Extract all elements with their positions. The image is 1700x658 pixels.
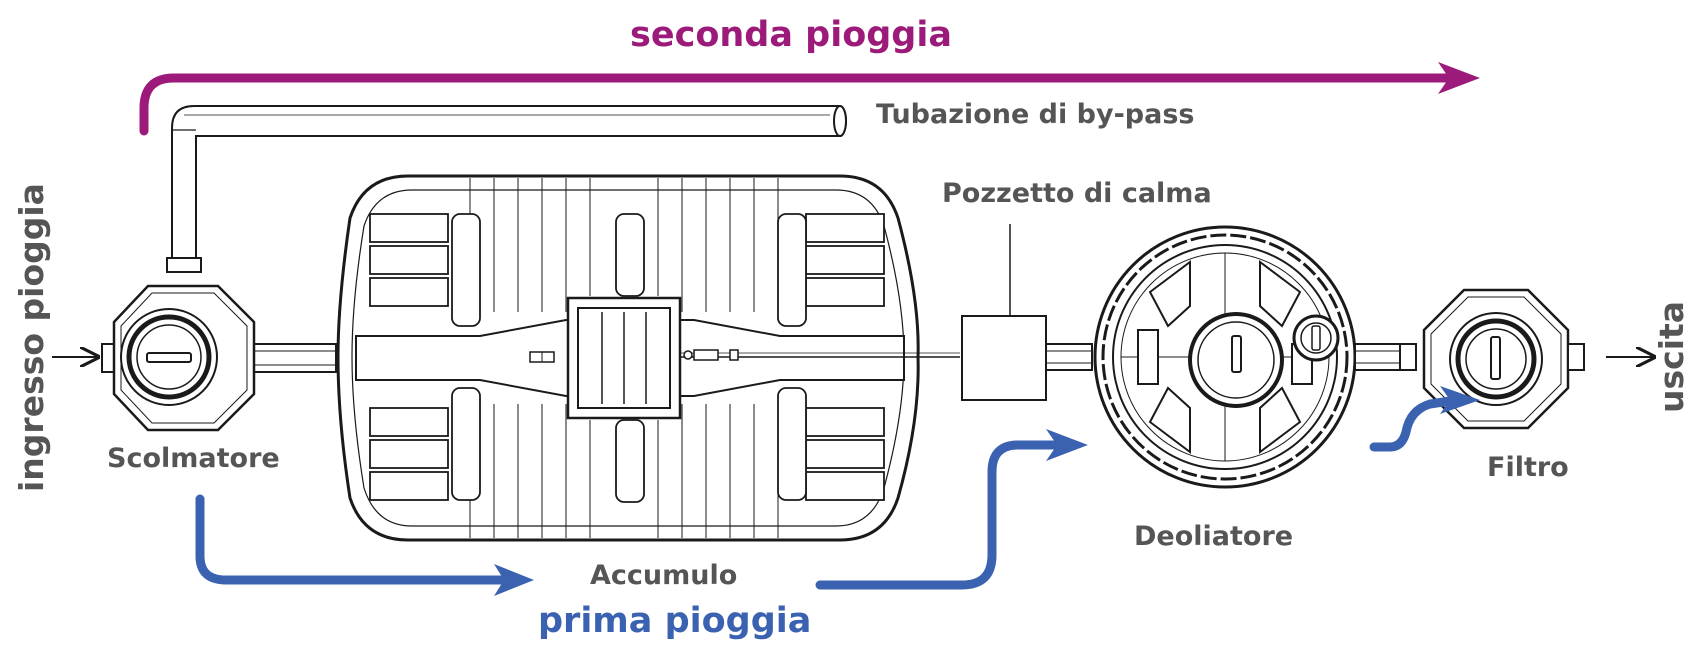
pozzetto-label: Pozzetto di calma bbox=[942, 178, 1212, 209]
bypass-pipe bbox=[166, 105, 847, 273]
uscita-label: uscita bbox=[1652, 300, 1691, 413]
prima-pioggia-label: prima pioggia bbox=[538, 601, 812, 641]
scolmatore bbox=[101, 284, 337, 432]
seconda-pioggia-arrow bbox=[139, 62, 1480, 136]
pozzetto-di-calma bbox=[961, 224, 1093, 401]
seconda-pioggia-label: seconda pioggia bbox=[630, 15, 952, 55]
prima-pioggia-arrowheads bbox=[494, 386, 1480, 596]
prima-pioggia-arrows bbox=[195, 396, 1455, 590]
deoliatore-label: Deoliatore bbox=[1134, 521, 1294, 552]
accumulo-label: Accumulo bbox=[590, 560, 738, 591]
ingresso-pioggia-label: ingresso pioggia bbox=[12, 183, 51, 492]
accumulo-tank bbox=[336, 174, 960, 542]
filtro-label: Filtro bbox=[1487, 452, 1569, 483]
scolmatore-label: Scolmatore bbox=[107, 443, 280, 474]
bypass-label: Tubazione di by-pass bbox=[876, 99, 1195, 130]
deoliatore bbox=[1093, 225, 1406, 489]
